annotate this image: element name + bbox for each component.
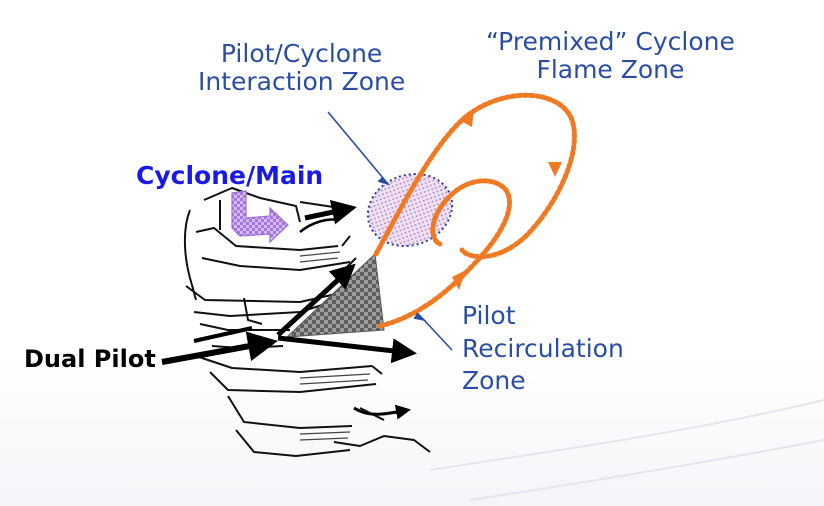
flame-arrow-up — [459, 109, 474, 127]
premixed-cyclone-flame-zone-label: “Premixed” Cyclone Flame Zone — [486, 28, 735, 84]
pilot-recirculation-zone-label: Pilot Recirculation Zone — [462, 300, 624, 398]
label-line: Recirculation — [462, 333, 624, 363]
flame-arrow-left — [452, 270, 466, 290]
recirculation-zone-leader — [423, 319, 453, 351]
premixed-flame-loop — [373, 92, 577, 260]
cyclone-main-label: Cyclone/Main — [136, 161, 324, 190]
interaction-zone-leader — [327, 111, 389, 185]
interaction-zone-ellipse — [366, 172, 454, 248]
label-line: “Premixed” Cyclone — [486, 27, 735, 56]
leader-lines — [327, 111, 453, 351]
dual-pilot-arrow-1 — [161, 331, 278, 365]
dual-pilot-arrow-2 — [193, 326, 253, 343]
flame-arrow-down — [548, 162, 562, 177]
main-flow-curve — [299, 218, 339, 233]
pilot-arrow-lower — [277, 335, 417, 364]
pilot-arrow-upper — [276, 263, 356, 337]
outer-flow-arrow — [353, 404, 411, 420]
cyclone-main-arrow — [231, 190, 289, 244]
label-line: Zone — [462, 366, 526, 395]
hardware-hatching — [299, 251, 371, 441]
background-swoosh — [429, 399, 824, 501]
label-line: Interaction Zone — [198, 67, 406, 96]
pilot-flame-cone — [285, 252, 385, 338]
label-line: Flame Zone — [536, 55, 685, 84]
flow-arrows — [161, 199, 417, 420]
flame-direction-arrows — [452, 109, 562, 290]
dual-pilot-label: Dual Pilot — [24, 345, 156, 373]
pilot-recirculation-loop — [377, 178, 512, 329]
label-line: Pilot/Cyclone — [220, 39, 383, 68]
flame-recirculation-loops — [373, 92, 577, 329]
pilot-cyclone-interaction-zone-label: Pilot/Cyclone Interaction Zone — [198, 40, 405, 96]
main-flow-arrow — [304, 199, 357, 225]
label-line: Pilot — [462, 301, 516, 330]
